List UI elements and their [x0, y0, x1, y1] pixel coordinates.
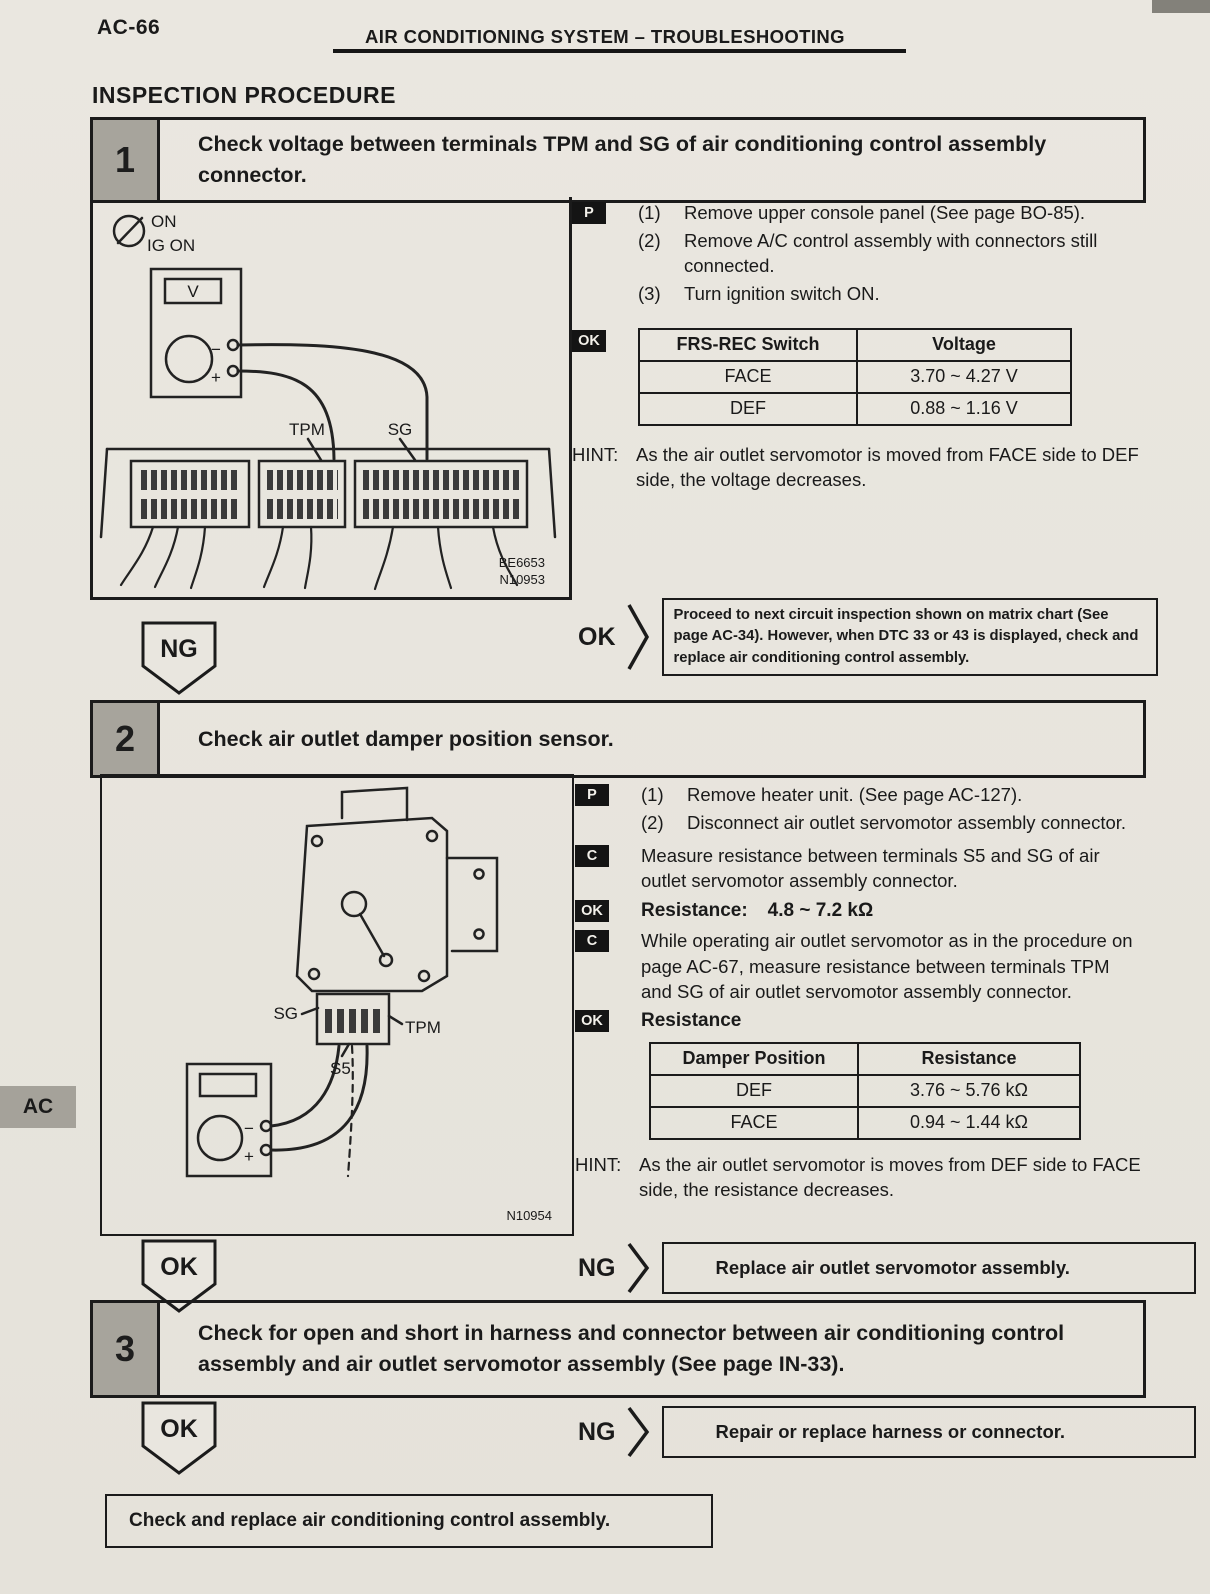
- list-item: (1)Remove heater unit. (See page AC-127)…: [641, 784, 1023, 805]
- page-edge-tab-label: AC: [22, 1095, 54, 1118]
- resistance-value: 4.8 ~ 7.2 kΩ: [767, 899, 874, 921]
- list-item: (3)Turn ignition switch ON.: [638, 283, 880, 305]
- ignition-ig-on-label: IG ON: [147, 236, 195, 255]
- table-header: Voltage: [856, 327, 1072, 362]
- prepare-badge: P: [572, 202, 606, 224]
- page-number: AC-66: [97, 16, 161, 39]
- tpm-terminal-label: TPM: [405, 1018, 441, 1037]
- figure-code: N10953: [499, 572, 545, 587]
- chevron-right-icon: [627, 1406, 649, 1458]
- ok-badge: OK: [575, 899, 609, 922]
- svg-text:NG: NG: [160, 635, 198, 663]
- sg-terminal-label: SG: [388, 420, 413, 439]
- ok-flow-label: OK: [578, 622, 616, 651]
- table-header: FRS-REC Switch: [638, 327, 858, 362]
- step1-diagram: ON IG ON V − + TPM SG BE6653 N10953: [90, 197, 572, 600]
- voltmeter-window-label: V: [187, 282, 199, 301]
- list-item: (2)Disconnect air outlet servomotor asse…: [641, 812, 1127, 834]
- step1-ok-result: Proceed to next circuit inspection shown…: [661, 598, 1158, 677]
- ok-pentagon-icon: OK: [141, 1239, 217, 1313]
- step2-check2: C While operating air outlet servomotor …: [575, 928, 1141, 1003]
- step3-ng-flow: NG Repair or replace harness or connecto…: [578, 1404, 1196, 1460]
- hint-text: As the air outlet servomotor is moved fr…: [636, 443, 1139, 490]
- table-header: Resistance: [857, 1041, 1081, 1076]
- page-edge-tab: AC: [0, 1086, 76, 1128]
- meter-minus-label: −: [244, 1119, 254, 1138]
- ignition-key-icon: [112, 214, 146, 248]
- voltage-check-illustration: ON IG ON V − + TPM SG BE6653 N10953: [99, 212, 557, 591]
- ng-pentagon-icon: NG: [141, 621, 217, 695]
- step2-ng-result: Replace air outlet servomotor assembly.: [661, 1242, 1196, 1294]
- step1-spec: OK FRS-REC Switch Voltage FACE 3.70 ~ 4.…: [572, 327, 1142, 426]
- step1-prep: P (1)Remove upper console panel (See pag…: [572, 200, 1142, 310]
- list-item: (1)Remove upper console panel (See page …: [638, 202, 1086, 223]
- check-badge: C: [575, 930, 609, 953]
- prepare-badge: P: [575, 784, 609, 806]
- step2-diagram: SG TPM S5 − + N10954: [100, 774, 574, 1236]
- resistance-spec-table: Damper Position Resistance DEF 3.76 ~ 5.…: [649, 1041, 1081, 1140]
- step1-number: 1: [93, 120, 160, 200]
- servomotor-illustration: SG TPM S5 − + N10954: [185, 786, 552, 1223]
- svg-text:OK: OK: [160, 1415, 198, 1443]
- step3-title: Check for open and short in harness and …: [198, 1321, 1065, 1376]
- table-row: DEF 3.76 ~ 5.76 kΩ: [649, 1073, 1081, 1108]
- step2-instructions: P (1)Remove heater unit. (See page AC-12…: [575, 782, 1141, 1202]
- table-row: FACE 3.70 ~ 4.27 V: [638, 359, 1072, 394]
- hint-label: HINT:: [572, 443, 619, 465]
- ok-badge: OK: [575, 1009, 609, 1032]
- step1-instructions: P (1)Remove upper console panel (See pag…: [572, 200, 1142, 492]
- ng-flow-label: NG: [578, 1253, 616, 1282]
- step3-header: 3 Check for open and short in harness an…: [90, 1300, 1146, 1398]
- step2-check1: C Measure resistance between terminals S…: [575, 843, 1141, 893]
- resistance-label: Resistance:: [641, 899, 748, 921]
- meter-plus-label: +: [211, 368, 221, 387]
- step2-result1: OK Resistance: 4.8 ~ 7.2 kΩ: [575, 898, 1141, 924]
- ignition-on-label: ON: [151, 212, 177, 231]
- chevron-right-icon: [627, 1242, 649, 1294]
- svg-text:OK: OK: [160, 1253, 198, 1281]
- table-row: DEF 0.88 ~ 1.16 V: [638, 391, 1072, 426]
- ng-flow-label: NG: [578, 1417, 616, 1446]
- header-rule: [333, 49, 906, 53]
- final-action-box: Check and replace air conditioning contr…: [105, 1494, 713, 1548]
- ok-badge: OK: [572, 329, 606, 352]
- step2-header: 2 Check air outlet damper position senso…: [90, 700, 1146, 778]
- step2-result2: OK Resistance: [575, 1008, 1141, 1034]
- step2-ok-marker: OK: [140, 1238, 218, 1319]
- ok-pentagon-icon: OK: [141, 1401, 217, 1475]
- hint-text: As the air outlet servomotor is moves fr…: [639, 1153, 1141, 1200]
- voltage-spec-table: FRS-REC Switch Voltage FACE 3.70 ~ 4.27 …: [638, 327, 1072, 426]
- step1-hint: HINT: As the air outlet servomotor is mo…: [572, 442, 1142, 492]
- step1-title: Check voltage between terminals TPM and …: [198, 132, 1047, 187]
- scan-artifact: [1152, 0, 1210, 13]
- resistance-heading: Resistance: [641, 1009, 742, 1031]
- step3-ok-marker: OK: [140, 1400, 218, 1481]
- tpm-terminal-label: TPM: [289, 420, 325, 439]
- meter-plus-label: +: [244, 1147, 254, 1166]
- step3-number: 3: [93, 1303, 160, 1395]
- s5-terminal-label: S5: [330, 1059, 351, 1078]
- step2-hint: HINT: As the air outlet servomotor is mo…: [575, 1152, 1141, 1202]
- step1-ok-flow: OK Proceed to next circuit inspection sh…: [578, 598, 1158, 677]
- table-header: Damper Position: [649, 1041, 859, 1076]
- table-row: FACE 0.94 ~ 1.44 kΩ: [649, 1105, 1081, 1140]
- step1-header: 1 Check voltage between terminals TPM an…: [90, 117, 1146, 203]
- step2-prep: P (1)Remove heater unit. (See page AC-12…: [575, 782, 1141, 838]
- hint-label: HINT:: [575, 1153, 622, 1175]
- step2-number: 2: [93, 703, 160, 775]
- chevron-right-icon: [626, 604, 649, 671]
- section-title: INSPECTION PROCEDURE: [92, 82, 396, 108]
- page-header-title: AIR CONDITIONING SYSTEM – TROUBLESHOOTIN…: [365, 26, 845, 47]
- step1-ng-marker: NG: [140, 620, 218, 701]
- figure-code: BE6653: [499, 555, 545, 570]
- step2-ng-flow: NG Replace air outlet servomotor assembl…: [578, 1240, 1196, 1296]
- check-badge: C: [575, 845, 609, 868]
- list-item: (2)Remove A/C control assembly with conn…: [638, 230, 1098, 277]
- meter-minus-label: −: [211, 340, 221, 359]
- figure-code: N10954: [506, 1208, 552, 1223]
- step3-ng-result: Repair or replace harness or connector.: [661, 1406, 1196, 1458]
- step2-title: Check air outlet damper position sensor.: [198, 726, 614, 751]
- sg-terminal-label: SG: [273, 1004, 298, 1023]
